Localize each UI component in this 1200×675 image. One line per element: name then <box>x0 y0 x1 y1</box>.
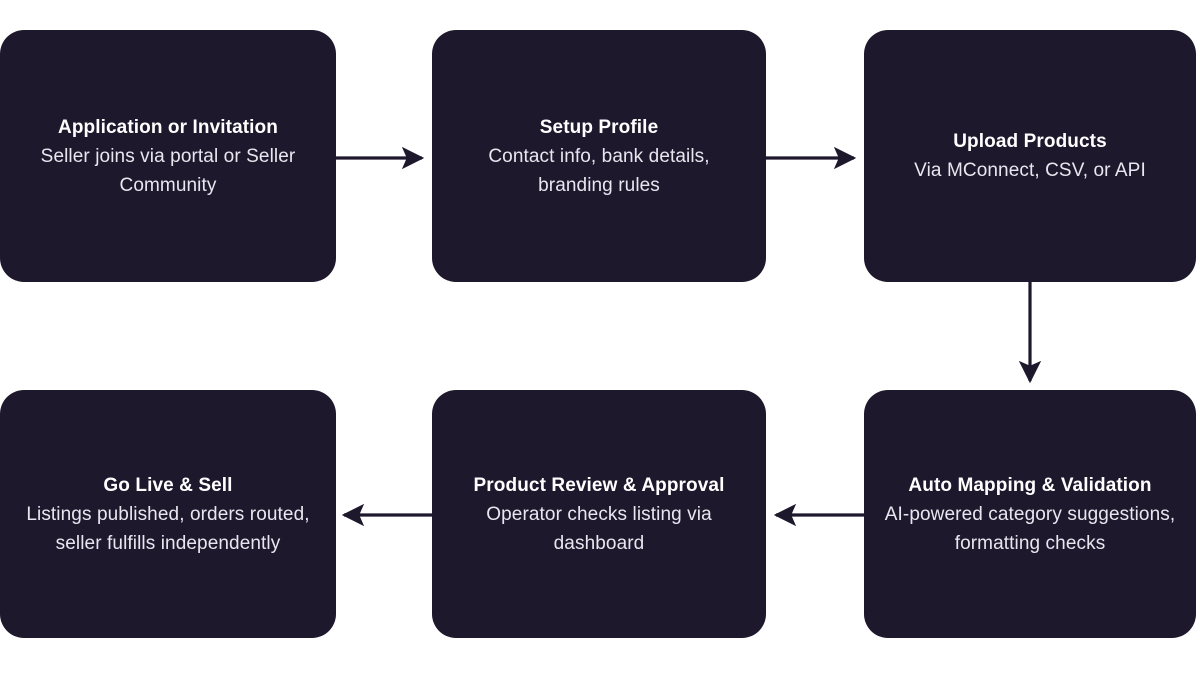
flow-node-application-or-invitation[interactable]: Application or Invitation Seller joins v… <box>0 30 336 282</box>
flow-node-upload-products[interactable]: Upload Products Via MConnect, CSV, or AP… <box>864 30 1196 282</box>
flow-node-go-live-and-sell[interactable]: Go Live & Sell Listings published, order… <box>0 390 336 638</box>
flow-node-setup-profile[interactable]: Setup Profile Contact info, bank details… <box>432 30 766 282</box>
flow-node-title: Setup Profile <box>539 116 659 138</box>
flow-node-product-review-and-approval[interactable]: Product Review & Approval Operator check… <box>432 390 766 638</box>
flow-node-description: Seller joins via portal or Seller Commun… <box>40 145 296 196</box>
flow-node-title: Auto Mapping & Validation <box>908 474 1152 496</box>
flow-node-auto-mapping-and-validation[interactable]: Auto Mapping & Validation AI-powered cat… <box>864 390 1196 638</box>
flow-node-description: Contact info, bank details, branding rul… <box>488 145 710 196</box>
flow-node-title: Go Live & Sell <box>103 474 233 496</box>
flow-node-title: Upload Products <box>953 131 1107 152</box>
flow-node-description: Listings published, orders routed, selle… <box>26 503 310 554</box>
flow-node-title: Product Review & Approval <box>473 474 725 496</box>
flow-node-description: Via MConnect, CSV, or API <box>914 160 1146 181</box>
flow-node-title: Application or Invitation <box>58 116 278 138</box>
flow-node-description: AI-powered category suggestions, formatt… <box>884 503 1176 554</box>
flow-node-description: Operator checks listing via dashboard <box>486 503 712 554</box>
